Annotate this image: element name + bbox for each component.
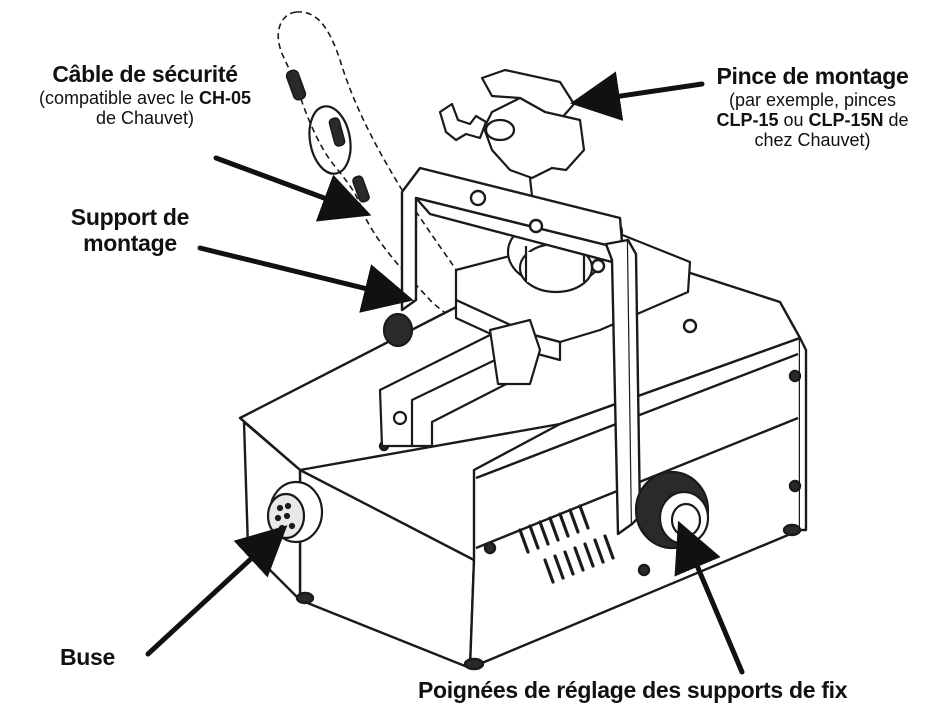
safety-cable-compat: (compatible avec le CH-05 [38,87,252,108]
knob-arrow [674,520,745,675]
callout-arrows [145,71,745,675]
safety-cable-brand: de Chauvet) [95,107,195,128]
mounting-clamp-brand: chez Chauvet) [754,130,871,151]
mounting-bracket-arrow [197,245,414,313]
safety-cable-model: CH-05 [199,87,252,108]
safety-cable-label: Câble de sécurité (compatible avec le CH… [0,61,290,128]
mounting-clamp-label: Pince de montage (par exemple, pinces CL… [690,63,935,151]
mounting-bracket [400,166,698,536]
nozzle-arrow [145,525,288,657]
mounting-clamp [438,68,586,232]
mounting-clamp-models: CLP-15 ou CLP-15N de [716,109,909,130]
mounting-clamp-example: (par exemple, pinces [728,89,897,110]
side-handle [378,318,542,448]
safety-cable-title: Câble de sécurité [52,61,238,87]
safety-cable-arrow [213,155,372,222]
mounting-clamp-arrow [570,71,705,121]
mounting-clamp-title: Pince de montage [716,63,909,89]
adjustment-knobs-label: Poignées de réglage des supports de fix [418,677,848,703]
nozzle-label: Buse [60,644,116,670]
mounting-bracket-label: Support de montage [70,204,190,256]
vent-slots [518,504,615,584]
